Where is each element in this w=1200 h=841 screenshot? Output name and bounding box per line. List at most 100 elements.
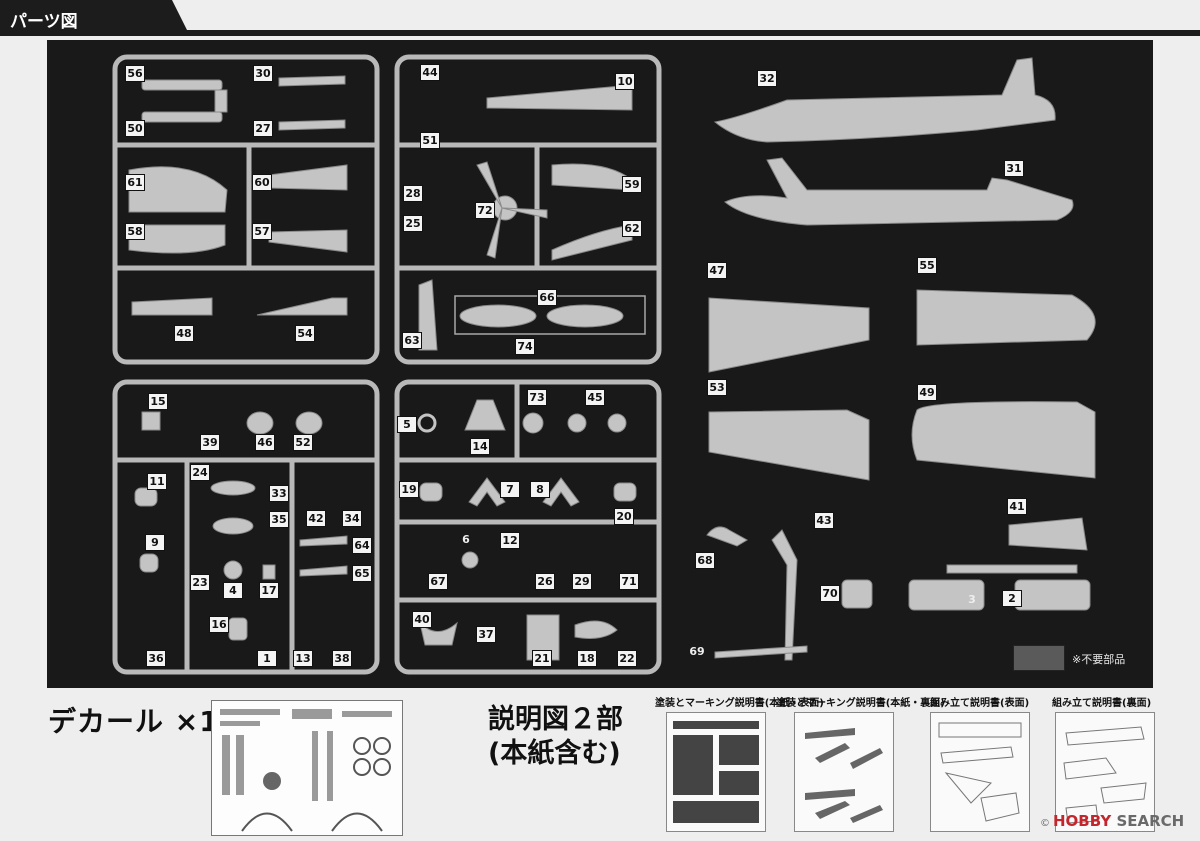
part-number-6: 6 [462,533,470,546]
wing-53-shape [708,409,870,481]
part-number-38: 38 [332,650,352,667]
part-number-16: 16 [209,616,229,633]
part-number-2: 2 [1002,590,1022,607]
sprue-frame-b [394,54,662,365]
part-number-57: 57 [252,223,272,240]
part-number-65: 65 [352,565,372,582]
part-number-31: 31 [1004,160,1024,177]
thumb-painting-front [666,712,766,832]
part-number-32: 32 [757,70,777,87]
part-number-9: 9 [145,534,165,551]
manual-count-title: 説明図２部 (本紙含む) [488,703,623,771]
part-number-55: 55 [917,257,937,274]
part-number-25: 25 [403,215,423,232]
part-number-26: 26 [535,573,555,590]
part-number-46: 46 [255,434,275,451]
part-number-54: 54 [295,325,315,342]
part-number-61: 61 [125,174,145,191]
header-rule [0,30,1200,36]
part-number-4: 4 [223,582,243,599]
wing-47-shape [708,297,870,373]
part-number-19: 19 [399,481,419,498]
part-number-42: 42 [306,510,326,527]
part-number-12: 12 [500,532,520,549]
part-number-30: 30 [253,65,273,82]
part-number-49: 49 [917,384,937,401]
part-number-68: 68 [695,552,715,569]
part-number-52: 52 [293,434,313,451]
sprue-drawing [112,54,1096,675]
part-number-10: 10 [615,73,635,90]
part-number-29: 29 [572,573,592,590]
part-number-70: 70 [820,585,840,602]
part-number-18: 18 [577,650,597,667]
part-number-3: 3 [968,593,976,606]
part-number-5: 5 [397,416,417,433]
part-number-69: 69 [689,645,705,658]
part-number-47: 47 [707,262,727,279]
thumb-label-assembly-front: 組み立て説明書(表面) [930,698,1030,709]
part-number-14: 14 [470,438,490,455]
cowling-41-shape [1008,517,1088,551]
sprue-frame-c [112,379,380,675]
part-number-71: 71 [619,573,639,590]
manual-count-line1: 説明図２部 [488,704,623,735]
part-number-72: 72 [475,202,495,219]
part-number-64: 64 [352,537,372,554]
part-number-73: 73 [527,389,547,406]
thumb-label-painting-back: 塗装とマーキング説明書(本紙・裏面) [776,698,945,709]
part-number-35: 35 [269,511,289,528]
part-number-43: 43 [814,512,834,529]
part-number-24: 24 [190,464,210,481]
part-number-36: 36 [146,650,166,667]
sprue-frame-d [394,379,662,675]
thumb-assembly-front [930,712,1030,832]
wing-55-shape [916,289,1096,346]
part-number-48: 48 [174,325,194,342]
decal-title: デカール ×1 [48,705,220,738]
part-number-59: 59 [622,176,642,193]
part-number-50: 50 [125,120,145,137]
watermark: ©HOBBY SEARCH [1040,812,1184,830]
part-number-37: 37 [476,626,496,643]
part-number-56: 56 [125,65,145,82]
sprue-frame-a [112,54,380,365]
fuselage-right-shape [713,57,1056,143]
part-number-66: 66 [537,289,557,306]
part-number-22: 22 [617,650,637,667]
thumb-label-painting-front: 塗装とマーキング説明書(本紙・表面) [655,698,824,709]
part-number-27: 27 [253,120,273,137]
part-number-58: 58 [125,223,145,240]
part-number-41: 41 [1007,498,1027,515]
part-number-15: 15 [148,393,168,410]
part-number-33: 33 [269,485,289,502]
thumb-painting-back [794,712,894,832]
part-number-51: 51 [420,132,440,149]
part-number-53: 53 [707,379,727,396]
part-number-34: 34 [342,510,362,527]
part-number-20: 20 [614,508,634,525]
part-number-23: 23 [190,574,210,591]
part-number-11: 11 [147,473,167,490]
part-number-13: 13 [293,650,313,667]
part-number-17: 17 [259,582,279,599]
part-number-1: 1 [257,650,277,667]
part-number-44: 44 [420,64,440,81]
part-number-8: 8 [530,481,550,498]
part-number-62: 62 [622,220,642,237]
part-number-60: 60 [252,174,272,191]
watermark-text: SEARCH [1116,812,1185,830]
unused-parts-note: ※不要部品 [1072,653,1126,666]
part-number-28: 28 [403,185,423,202]
thumb-label-assembly-back: 組み立て説明書(裏面) [1052,698,1152,709]
part-number-45: 45 [585,389,605,406]
manual-count-line2: (本紙含む) [488,738,621,769]
wing-49-shape [911,401,1096,479]
thumb-assembly-back [1055,712,1155,832]
part-number-21: 21 [532,650,552,667]
part-number-74: 74 [515,338,535,355]
watermark-copyright: © [1040,818,1050,829]
part-number-63: 63 [402,332,422,349]
part-number-67: 67 [428,573,448,590]
